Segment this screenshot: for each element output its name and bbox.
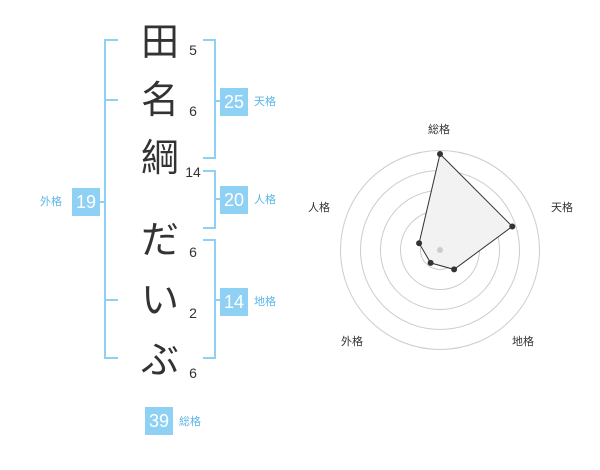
gaikaku-label: 外格 [40,195,62,208]
tenkaku-label: 天格 [254,95,276,108]
name-char-5: い [140,278,179,322]
jinkaku-value: 20 [220,186,248,214]
radar-area [418,153,514,270]
radar-point-5 [416,240,423,247]
stroke-count-3: 14 [185,164,201,180]
soukaku-label: 総格 [179,415,201,428]
tenkaku-value: 25 [220,88,248,116]
radar-axis-soukaku: 総格 [428,123,450,136]
radar-center-dot [437,247,443,253]
radar-point-4 [427,259,434,266]
chikaku-value: 14 [220,288,248,316]
stroke-count-1: 5 [189,42,197,58]
radar-axis-chikaku: 地格 [512,335,534,348]
stroke-count-2: 6 [189,103,197,119]
radar-axis-jinkaku: 人格 [308,201,330,214]
stroke-brackets [92,39,225,359]
chikaku-label: 地格 [254,295,276,308]
radar-point-1 [437,151,443,157]
name-char-2: 名 [140,78,179,122]
gaikaku-value: 19 [72,188,100,216]
radar-axis-tenkaku: 天格 [551,201,573,214]
radar-point-3 [451,266,458,273]
stroke-count-4: 6 [189,244,197,260]
radar-point-2 [509,223,516,230]
name-char-1: 田 [140,20,179,64]
stroke-count-5: 2 [189,305,197,321]
radar-chart [340,150,540,350]
radar-axis-gaikaku: 外格 [341,335,363,348]
name-char-3: 綱 [140,136,179,180]
name-char-4: だ [140,218,179,262]
name-char-6: ぶ [140,338,179,382]
soukaku-value: 39 [145,407,173,435]
stroke-count-6: 6 [189,365,197,381]
jinkaku-label: 人格 [254,193,276,206]
radar-ring [340,150,540,350]
